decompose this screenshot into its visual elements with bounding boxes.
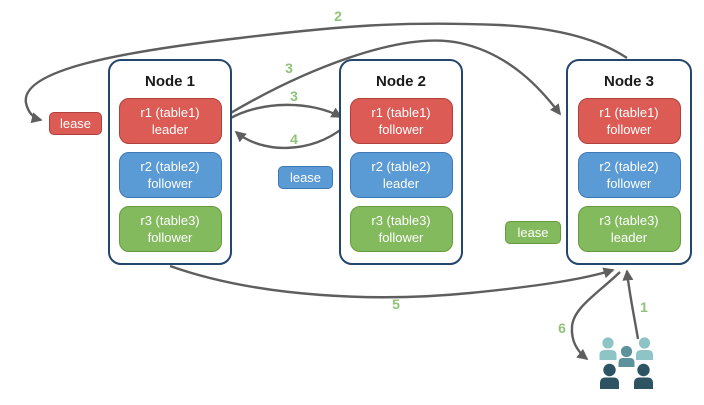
replica-label: r2 (table2) (140, 159, 200, 174)
replica-role: follower (147, 230, 193, 245)
replica-role: follower (606, 176, 652, 191)
replica-label: r1 (table1) (371, 105, 431, 120)
step-label-6: 6 (558, 320, 566, 336)
node-1-title: Node 1 (144, 72, 195, 90)
node-3-replica-r1: r1 (table1) follower (577, 98, 681, 144)
replica-label: r3 (table3) (371, 213, 431, 228)
users-group-icon (599, 337, 653, 389)
node-2-replica-r1: r1 (table1) follower (349, 98, 453, 144)
node-2-replica-r3: r3 (table3) follower (349, 206, 453, 252)
arrow-step-5 (169, 264, 615, 299)
users-back-row (599, 337, 653, 360)
step-label-1: 1 (640, 299, 648, 315)
node-1: Node 1 r1 (table1) leader r2 (table2) fo… (108, 59, 232, 265)
lease-badge-r2: lease (278, 166, 333, 189)
node-2-replica-r2: r2 (table2) leader (349, 152, 453, 198)
arrow-step-1 (622, 269, 640, 340)
node-3-replica-r2: r2 (table2) follower (577, 152, 681, 198)
node-3: Node 3 r1 (table1) follower r2 (table2) … (566, 59, 692, 265)
arrow-step-6 (570, 271, 621, 361)
replica-role: leader (382, 176, 420, 191)
replica-label: r1 (table1) (140, 105, 200, 120)
lease-badge-r3: lease (505, 221, 561, 244)
users-middle-person (618, 345, 635, 367)
replica-label: r1 (table1) (599, 105, 659, 120)
step-label-2: 2 (334, 8, 342, 24)
step-label-5: 5 (392, 296, 400, 312)
step-label-3b: 3 (290, 88, 298, 104)
node-1-replica-r1: r1 (table1) leader (118, 98, 222, 144)
replica-label: r3 (table3) (140, 213, 200, 228)
node-3-replica-r3: r3 (table3) leader (577, 206, 681, 252)
replica-role: follower (378, 122, 424, 137)
step-label-4: 4 (290, 131, 298, 147)
node-1-replica-r3: r3 (table3) follower (118, 206, 222, 252)
replica-label: r2 (table2) (599, 159, 659, 174)
node-2-title: Node 2 (375, 72, 426, 90)
replica-role: leader (151, 122, 189, 137)
node-3-title: Node 3 (603, 72, 654, 90)
node-2: Node 2 r1 (table1) follower r2 (table2) … (339, 59, 463, 265)
replica-role: follower (147, 176, 193, 191)
replica-label: r2 (table2) (371, 159, 431, 174)
arrow-step-3-to-node2 (228, 103, 343, 121)
node-1-replica-r2: r2 (table2) follower (118, 152, 222, 198)
replica-role: follower (606, 122, 652, 137)
replica-role: leader (610, 230, 648, 245)
users-front-row (600, 363, 653, 389)
lease-badge-r1: lease (49, 112, 102, 135)
step-label-3a: 3 (285, 60, 293, 76)
replica-role: follower (378, 230, 424, 245)
replica-label: r3 (table3) (599, 213, 659, 228)
